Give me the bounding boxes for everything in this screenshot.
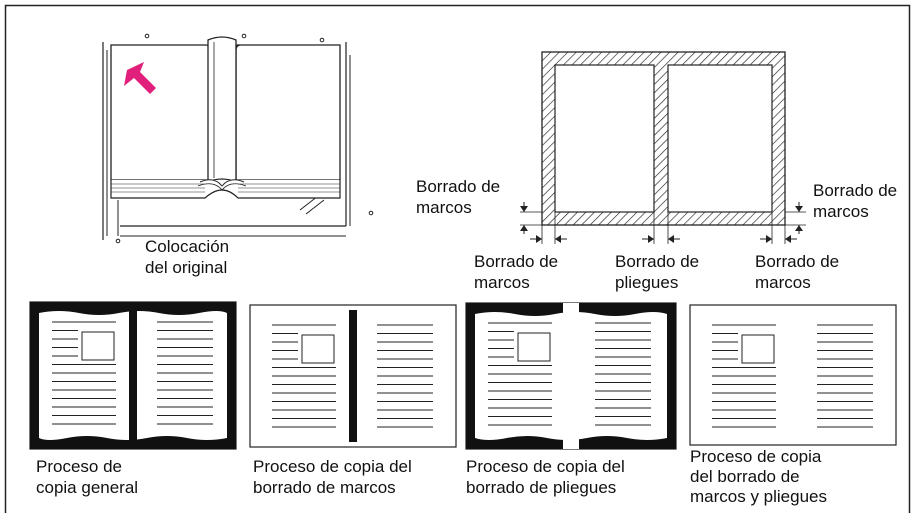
result-caption-general-line2: copia general: [36, 478, 139, 497]
left-frame-erase-label: Borrado de marcos: [416, 176, 500, 218]
right-frame-erase-line1: Borrado de: [813, 181, 898, 200]
bottom-center-erase-line1: Borrado de: [615, 252, 700, 271]
result-caption-both-line3: marcos y pliegues: [690, 487, 828, 506]
thumb-frame-erase-image-box: [301, 334, 335, 364]
thumb-crease-erase-image-box: [517, 332, 551, 362]
bottom-right-erase-line2: marcos: [755, 273, 811, 292]
figure-border: [4, 4, 911, 513]
placement-caption-line2: del original: [145, 258, 228, 277]
result-caption-frame-line1: Proceso de copia del: [253, 457, 412, 476]
result-caption-crease-line1: Proceso de copia del: [466, 457, 625, 476]
result-caption-both-line1: Proceso de copia: [690, 447, 822, 466]
thumb-frame-crease-erase: [689, 304, 897, 446]
bottom-left-erase-line1: Borrado de: [474, 252, 559, 271]
result-caption-both-line2: del borrado de: [690, 467, 800, 486]
bottom-left-erase-line2: marcos: [474, 273, 530, 292]
thumb-frame-crease-erase-image-box: [741, 334, 775, 364]
right-frame-erase-label: Borrado de marcos: [813, 180, 897, 222]
bottom-right-erase-label: Borrado de marcos: [755, 251, 839, 293]
placement-caption-line1: Colocación: [145, 237, 230, 256]
bottom-left-erase-label: Borrado de marcos: [474, 251, 558, 293]
placement-caption: Colocación del original: [145, 236, 229, 278]
result-caption-general-line1: Proceso de: [36, 457, 122, 476]
right-frame-erase-line2: marcos: [813, 202, 869, 221]
corner-placement-arrow-icon: [124, 62, 156, 94]
bottom-center-erase-line2: pliegues: [615, 273, 679, 292]
thumb-general-copy-image-box: [81, 331, 115, 361]
result-caption-general: Proceso de copia general: [36, 456, 138, 498]
left-frame-erase-line1: Borrado de: [416, 177, 501, 196]
book-placement-illustration: [102, 33, 374, 244]
thumb-general-copy-crease-shadow: [129, 302, 137, 449]
bottom-right-erase-line1: Borrado de: [755, 252, 840, 271]
erase-frame-diagram: [520, 51, 806, 244]
result-caption-frame-erase: Proceso de copia del borrado de marcos: [253, 456, 412, 498]
bottom-center-erase-label: Borrado de pliegues: [615, 251, 699, 293]
thumb-crease-erase-crease-gap: [563, 303, 579, 449]
left-frame-erase-line2: marcos: [416, 198, 472, 217]
result-thumbnails: [29, 301, 897, 450]
result-caption-crease-line2: borrado de pliegues: [466, 478, 617, 497]
result-caption-frame-line2: borrado de marcos: [253, 478, 396, 497]
thumb-frame-erase-crease-shadow: [349, 310, 357, 442]
result-caption-crease-erase: Proceso de copia del borrado de pliegues: [466, 456, 625, 498]
